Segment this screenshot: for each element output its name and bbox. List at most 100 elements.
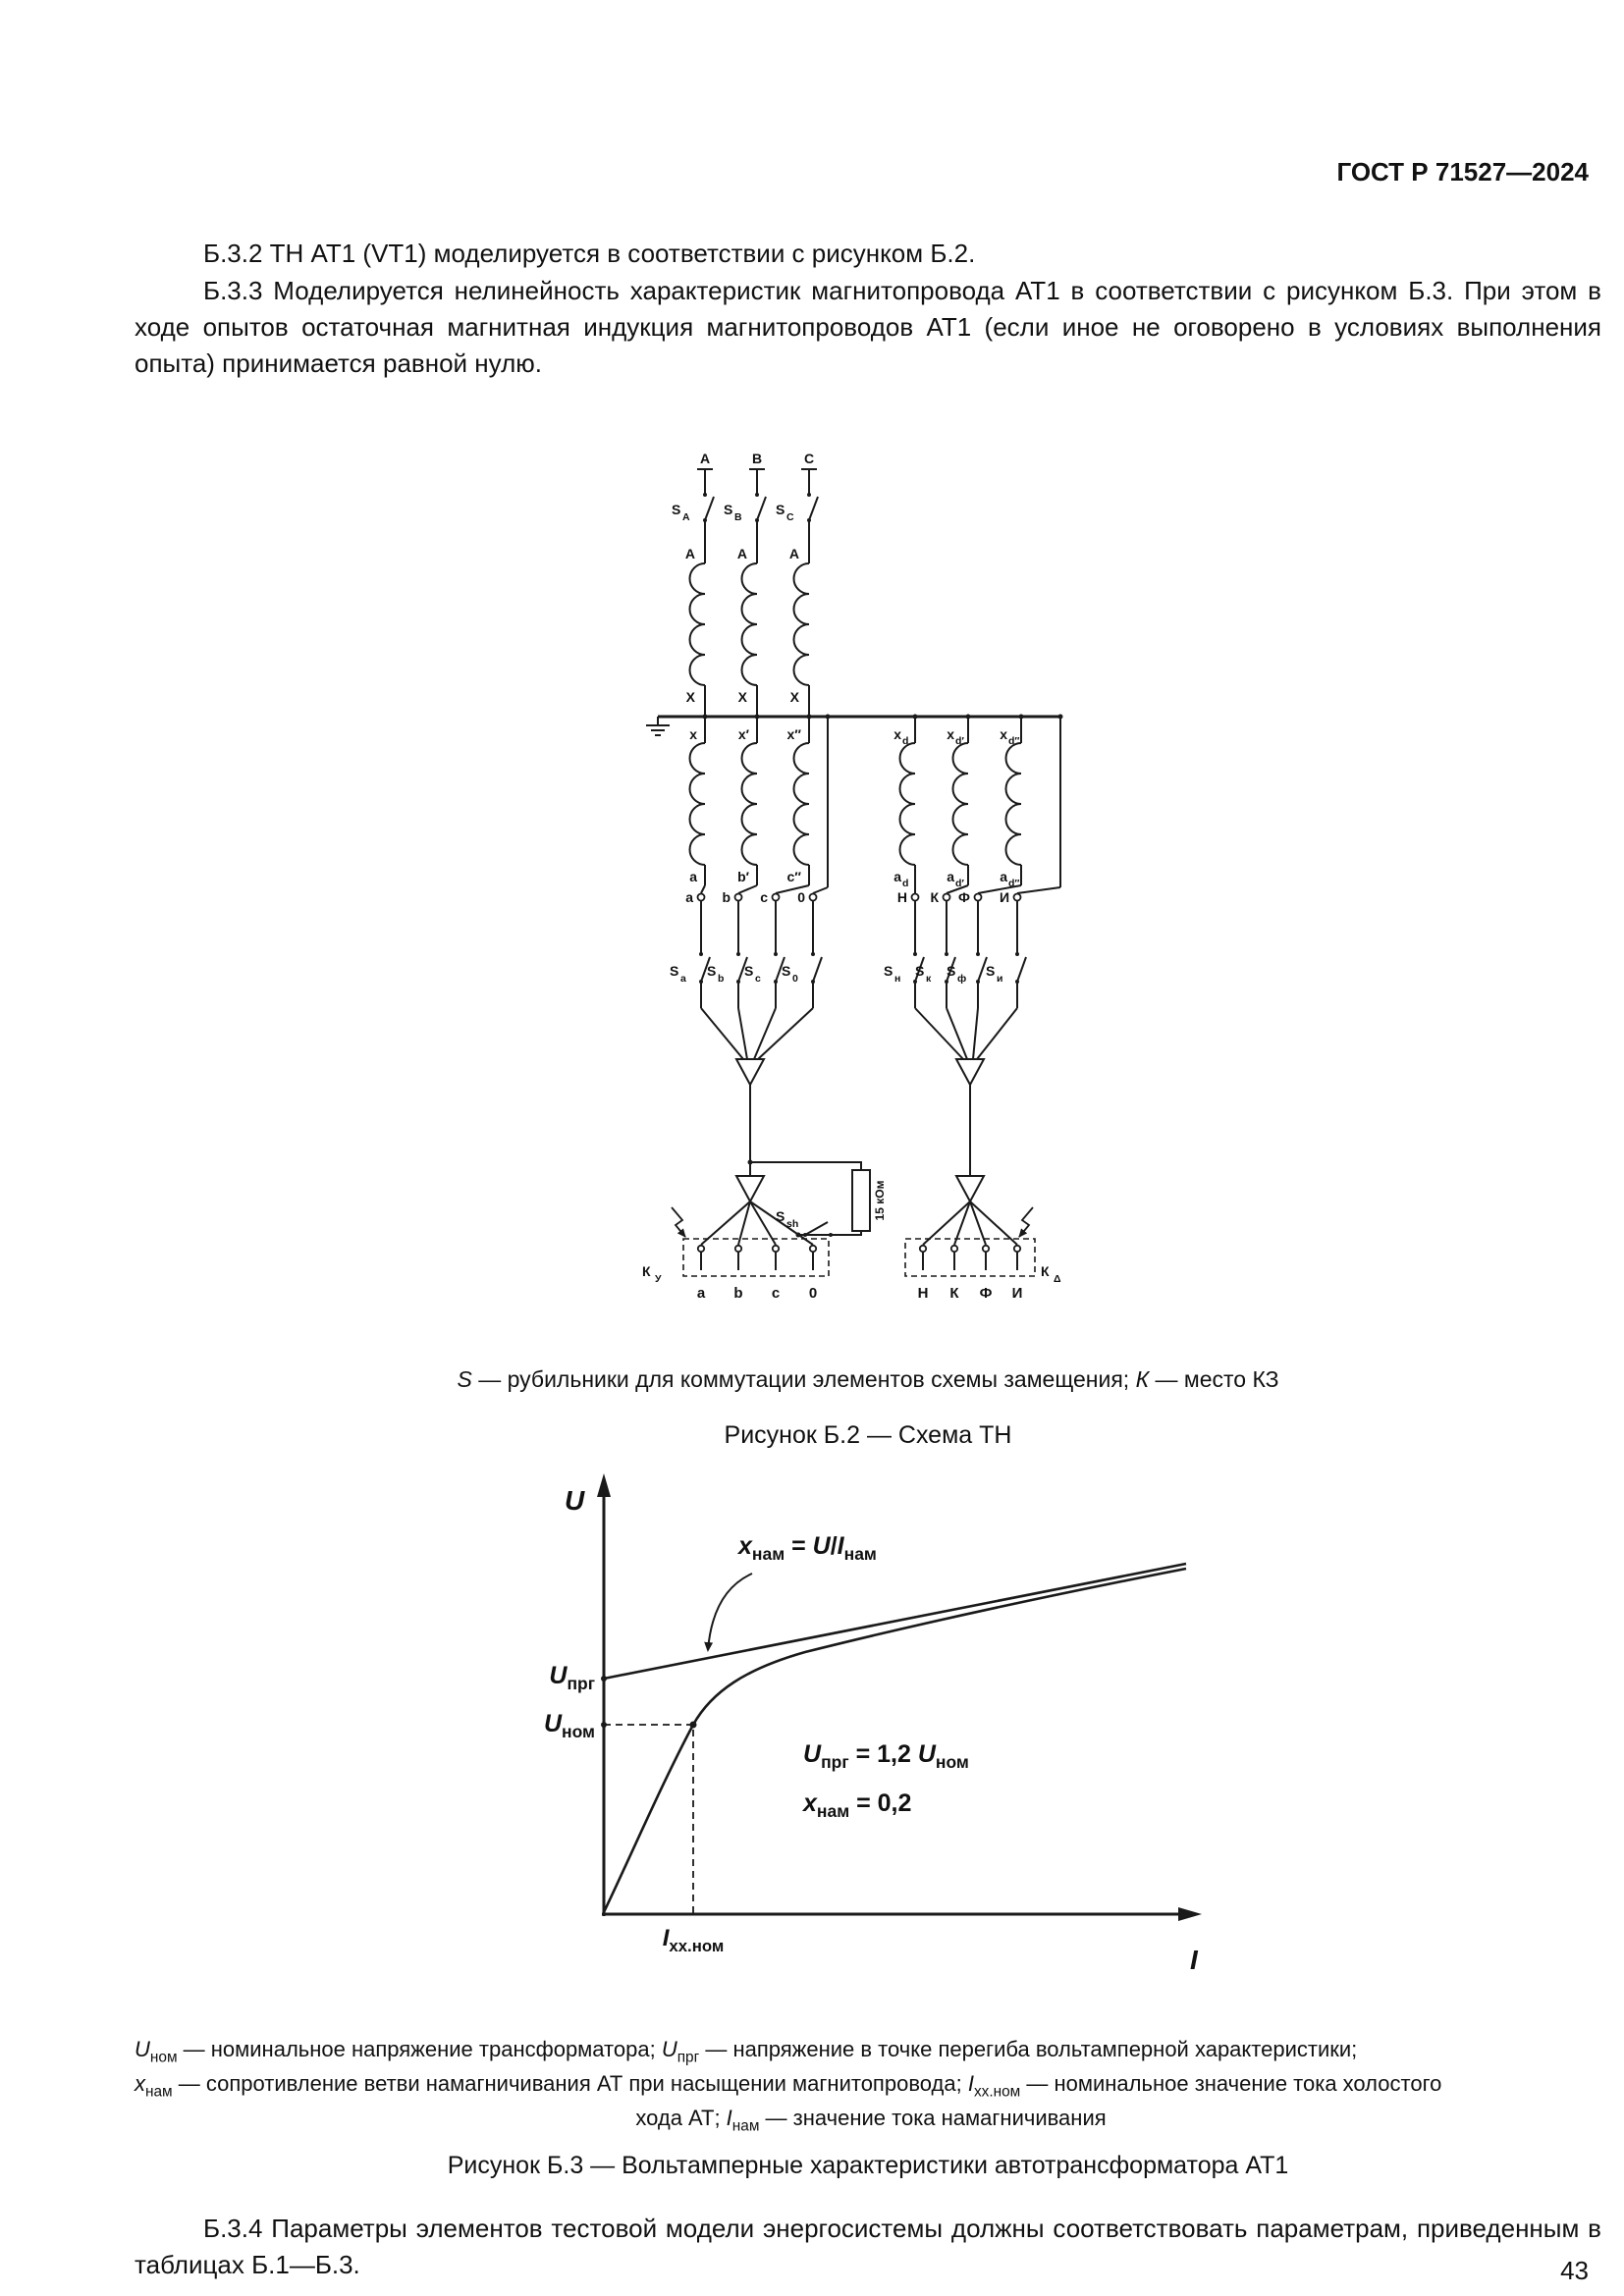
switch-sh-label: S — [776, 1208, 785, 1224]
box-right-n: Н — [918, 1285, 929, 1302]
box-left-a: a — [697, 1285, 706, 1302]
terminal-k — [942, 892, 951, 902]
switch-s-i-sub: и — [997, 973, 1002, 985]
switch-sb-label: S — [724, 502, 732, 517]
term-0-label: 0 — [797, 889, 805, 905]
winding-b-start: А — [737, 546, 747, 561]
switch-s-a-label: S — [670, 963, 678, 979]
switch-s-b-label: S — [707, 963, 716, 979]
term-i-label: И — [1000, 889, 1009, 905]
winding-c-end: Х — [790, 689, 800, 705]
figure-b3-graph: U I Uпрг Uном Iхх.ном xнам = U/Iнам Uпрг… — [511, 1468, 1237, 1998]
switch-sa-label: S — [672, 502, 680, 517]
terminal-n — [910, 892, 920, 902]
sec-left-bot-1: a — [689, 869, 697, 884]
terminal-0 — [808, 892, 818, 902]
doc-header: ГОСТ Р 71527—2024 — [1336, 157, 1589, 187]
switch-s-c-sub: c — [755, 973, 761, 985]
phase-a-label: A — [700, 451, 710, 466]
para-b34: Б.3.4 Параметры элементов тестовой модел… — [135, 2214, 1601, 2279]
k-right-sub: Δ — [1054, 1273, 1061, 1285]
page-number: 43 — [1560, 2256, 1589, 2285]
box-right-k: К — [949, 1285, 959, 1302]
legend-line-2: xнам — сопротивление ветви намагничивани… — [135, 2071, 1442, 2101]
switch-s-b-sub: b — [718, 973, 724, 985]
para-b32: Б.3.2 ТН АТ1 (VT1) моделируется в соотве… — [203, 239, 976, 268]
terminal-a — [696, 892, 706, 902]
terminal-f — [973, 892, 983, 902]
k-left-sub: У — [655, 1273, 662, 1285]
k-left-label: К — [642, 1263, 651, 1279]
sec-left-top-1: x — [689, 726, 697, 742]
sec-right-coil-2 — [951, 742, 969, 866]
magnetization-curve — [602, 1567, 1187, 1913]
fig-b3-legend: Uном — номинальное напряжение трансформа… — [135, 2032, 1607, 2135]
primary-coil-a — [688, 562, 706, 686]
switch-s-k-label: S — [915, 963, 924, 979]
switch-sa-sub: A — [682, 511, 690, 523]
annotation-arrow-icon — [704, 1573, 753, 1652]
sec-right-bot-1-sub: d — [902, 878, 908, 889]
sec-right-bot-1: a — [893, 869, 901, 884]
secondary-right-windings: x d a d x d′ a d′ x d″ a d″ — [893, 717, 1061, 894]
fig-b3-caption: Рисунок Б.3 — Вольтамперные характеристи… — [447, 2152, 1289, 2179]
terminal-b — [733, 892, 743, 902]
axis-u-label: U — [565, 1485, 585, 1516]
left-triangle-2 — [734, 1175, 766, 1204]
right-triangle-2 — [954, 1175, 986, 1204]
y-axis-arrow-icon — [597, 1473, 611, 1497]
secondary-left-windings: x a x′ b′ x″ c″ — [688, 717, 829, 894]
fault-box-left — [682, 1238, 830, 1277]
primary-phase-c: C S C А Х — [776, 451, 819, 717]
legend-line-1: Uном — номинальное напряжение трансформа… — [135, 2037, 1358, 2066]
left-terminals-switches: a S a b S b c S c 0 S 0 — [670, 889, 823, 1008]
switch-s-a-sub: a — [680, 973, 686, 985]
sec-left-coil-2 — [740, 742, 758, 866]
sec-left-bot-3: c″ — [787, 869, 802, 884]
resistor-15kohm — [851, 1169, 871, 1232]
term-a-label: a — [685, 889, 693, 905]
box-right-i: И — [1012, 1285, 1023, 1302]
left-converter-branch: К У a b c 0 — [642, 1007, 830, 1302]
sec-right-bot-2: a — [947, 869, 954, 884]
para-b33: Б.3.3 Моделируется нелинейность характер… — [135, 276, 1601, 378]
fault-box-right — [904, 1238, 1036, 1277]
sec-right-top-3-sub: d″ — [1008, 735, 1019, 747]
terminal-c — [771, 892, 781, 902]
axis-i-label: I — [1190, 1945, 1198, 1975]
switch-s-n-sub: н — [894, 973, 900, 985]
sec-right-bot-2-sub: d′ — [955, 878, 964, 889]
eq-x02-label: xнам = 0,2 — [803, 1789, 912, 1821]
winding-a-start: А — [685, 546, 695, 561]
k-right-label: К — [1041, 1263, 1050, 1279]
primary-coil-b — [740, 562, 758, 686]
resistor-value-label: 15 кОм — [873, 1180, 887, 1220]
switch-s-0-sub: 0 — [792, 973, 798, 985]
right-terminals-switches: Н S н К S к Ф S ф И S и — [884, 889, 1027, 1008]
box-left-c: c — [772, 1285, 780, 1302]
right-converter-branch: К Δ Н К Ф И — [904, 1007, 1061, 1302]
sec-right-top-2: x — [947, 726, 954, 742]
box-right-f: Ф — [980, 1285, 993, 1302]
sec-right-top-1-sub: d — [902, 735, 908, 747]
primary-coil-c — [792, 562, 810, 686]
sec-right-bot-3-sub: d″ — [1008, 878, 1019, 889]
sec-right-bot-3: a — [1000, 869, 1007, 884]
i-xx-nom-label: Iхх.ном — [662, 1925, 725, 1955]
phase-b-label: B — [752, 451, 762, 466]
sec-right-top-1: x — [893, 726, 901, 742]
eq-xnam-label: xнам = U/Iнам — [738, 1532, 877, 1564]
legend-line-3: хода АТ; Iнам — значение тока намагничив… — [635, 2106, 1107, 2135]
u-nom-label: Uном — [543, 1710, 595, 1741]
switch-sc-label: S — [776, 502, 785, 517]
term-n-label: Н — [897, 889, 907, 905]
left-triangle-1 — [734, 1058, 766, 1088]
u-prg-label: Uпрг — [549, 1662, 595, 1693]
phase-c-label: C — [804, 451, 814, 466]
term-f-label: Ф — [958, 889, 970, 905]
fault-arrow-right-icon — [1018, 1206, 1034, 1238]
box-left-0: 0 — [809, 1285, 817, 1302]
fig-b2-caption: Рисунок Б.2 — Схема ТН — [724, 1421, 1012, 1449]
switch-s-0-label: S — [782, 963, 790, 979]
shunt-branch: S sh 15 кОм — [747, 1159, 887, 1238]
